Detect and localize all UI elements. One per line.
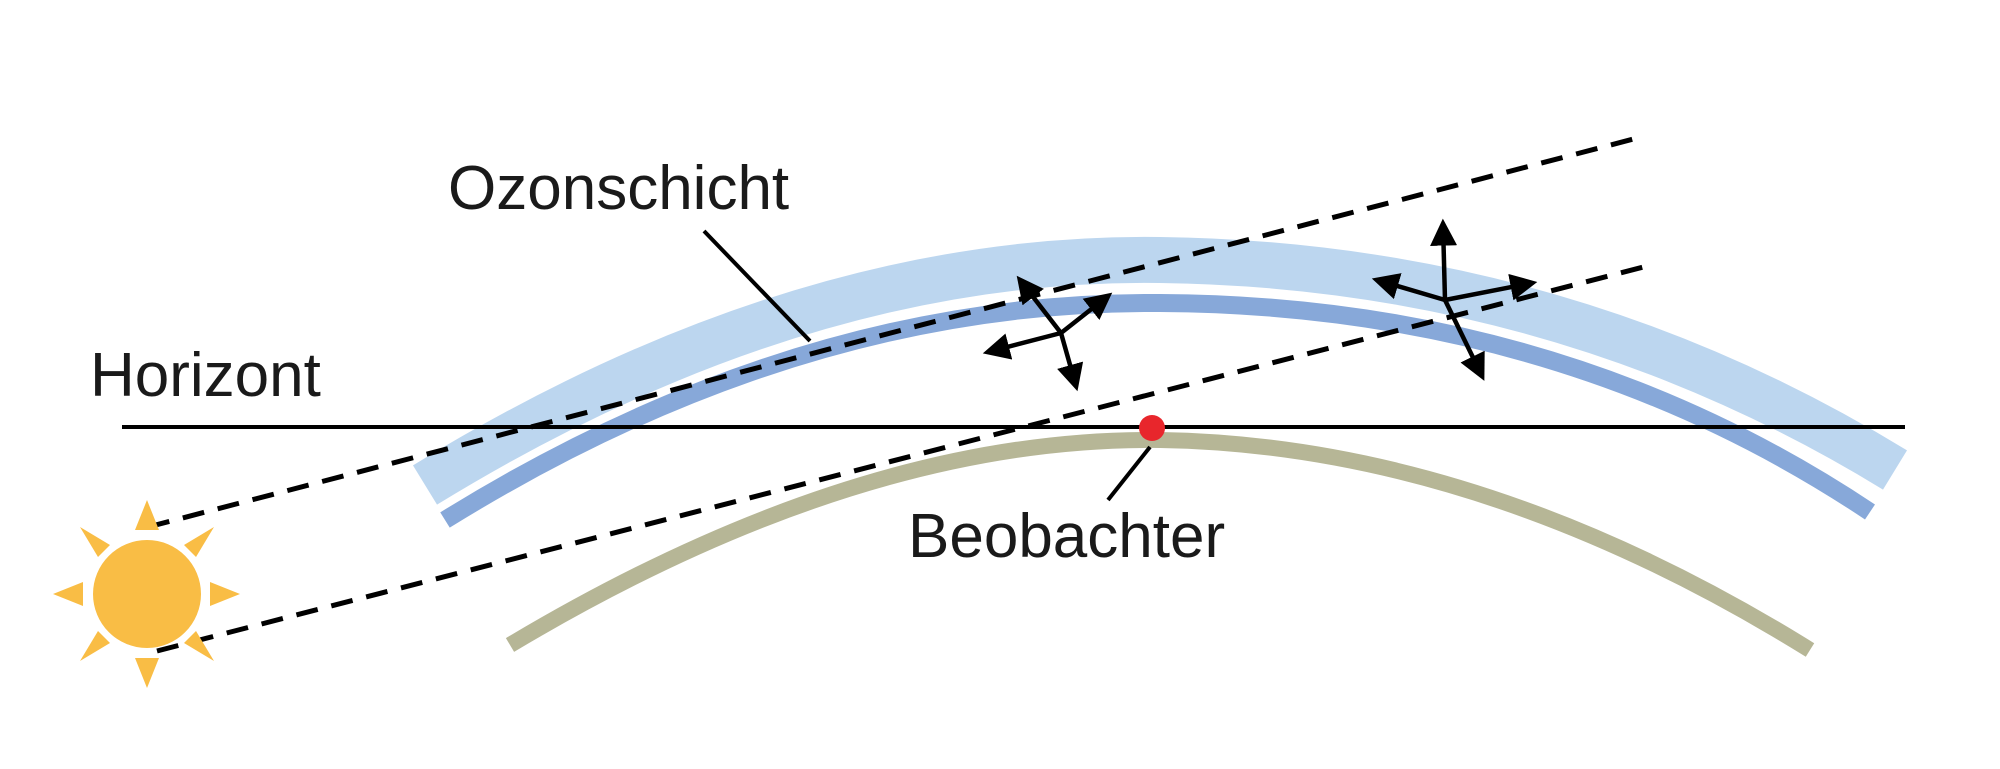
observer-dot-icon [1139,415,1165,441]
observer-leader-line [1106,445,1152,502]
ozone-layer-inner [440,293,1875,528]
ozone-layer-label: Ozonschicht [448,154,789,223]
horizon-label: Horizont [90,341,321,410]
sun-icon [53,500,240,688]
ozone-layer-outer [412,236,1908,505]
sun-ray-lower [156,261,1656,654]
ozone-leader-line [702,229,812,343]
scatter-arrows-icon [1371,218,1538,381]
earth-surface-arc [505,431,1815,657]
sun-ray-upper [147,133,1646,530]
scatter-arrows-icon [982,275,1113,392]
observer-label: Beobachter [908,502,1225,571]
